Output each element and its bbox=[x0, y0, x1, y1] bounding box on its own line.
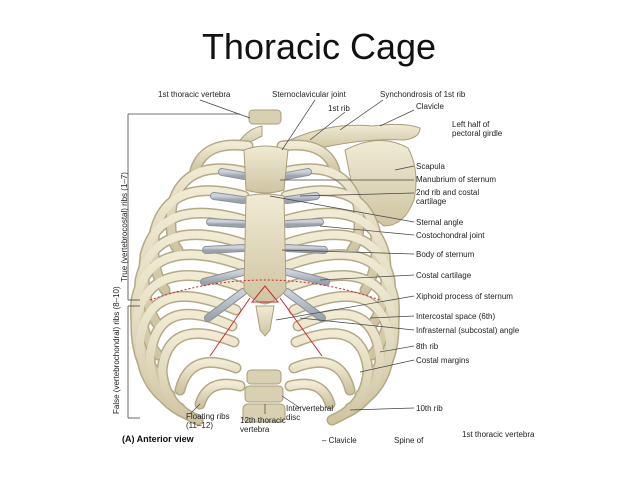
label-intercostal-space: Intercostal space (6th) bbox=[416, 312, 496, 321]
label-xiphoid: Xiphoid process of sternum bbox=[416, 292, 513, 301]
label-synchondrosis: Synchondrosis of 1st rib bbox=[380, 90, 466, 99]
label-1st-rib: 1st rib bbox=[328, 104, 350, 113]
label-12th-thoracic: 12th thoracic vertebra bbox=[240, 416, 286, 434]
label-intervertebral-disc: Intervertebral disc bbox=[286, 404, 334, 422]
label-sternoclavicular-joint: Sternoclavicular joint bbox=[272, 90, 346, 99]
label-clavicle: Clavicle bbox=[416, 102, 445, 111]
vertebral-column bbox=[242, 109, 286, 423]
label-spine-of: Spine of bbox=[394, 436, 424, 445]
figure-caption: (A) Anterior view bbox=[122, 434, 194, 444]
label-costal-margins: Costal margins bbox=[416, 356, 470, 365]
label-true-ribs: True (vertebrocostal) ribs (1–7) bbox=[120, 172, 129, 282]
label-costochondral-joint: Costochondral joint bbox=[416, 231, 485, 240]
costal-cartilages bbox=[200, 168, 330, 322]
label-1st-thoracic-vertebra: 1st thoracic vertebra bbox=[158, 90, 231, 99]
label-infrasternal-angle: Infrasternal (subcostal) angle bbox=[416, 326, 520, 335]
label-false-ribs: False (vertebrochondral) ribs (8–10) bbox=[112, 286, 121, 414]
label-10th-rib: 10th rib bbox=[416, 404, 443, 413]
label-floating-ribs: Floating ribs (11–12) bbox=[186, 412, 230, 430]
label-body-of-sternum: Body of sternum bbox=[416, 250, 475, 259]
ribs bbox=[130, 139, 400, 426]
sternum bbox=[243, 145, 289, 337]
label-2nd-rib: 2nd rib and costal cartilage bbox=[416, 188, 480, 206]
rib-brackets bbox=[127, 113, 240, 419]
label-8th-rib: 8th rib bbox=[416, 342, 439, 351]
slide-title: Thoracic Cage bbox=[201, 26, 437, 67]
label-manubrium: Manubrium of sternum bbox=[416, 175, 497, 184]
label-sternal-angle: Sternal angle bbox=[416, 218, 464, 227]
label-bottom-1st-thoracic: 1st thoracic vertebra bbox=[462, 430, 535, 439]
infrasternal-angle bbox=[149, 279, 381, 357]
label-scapula: Scapula bbox=[416, 162, 445, 171]
leader-lines bbox=[189, 99, 415, 415]
label-bottom-clavicle: – Clavicle bbox=[322, 436, 357, 445]
label-pectoral-girdle: Left half of pectoral girdle bbox=[452, 120, 503, 138]
label-costal-cartilage: Costal cartilage bbox=[416, 271, 472, 280]
